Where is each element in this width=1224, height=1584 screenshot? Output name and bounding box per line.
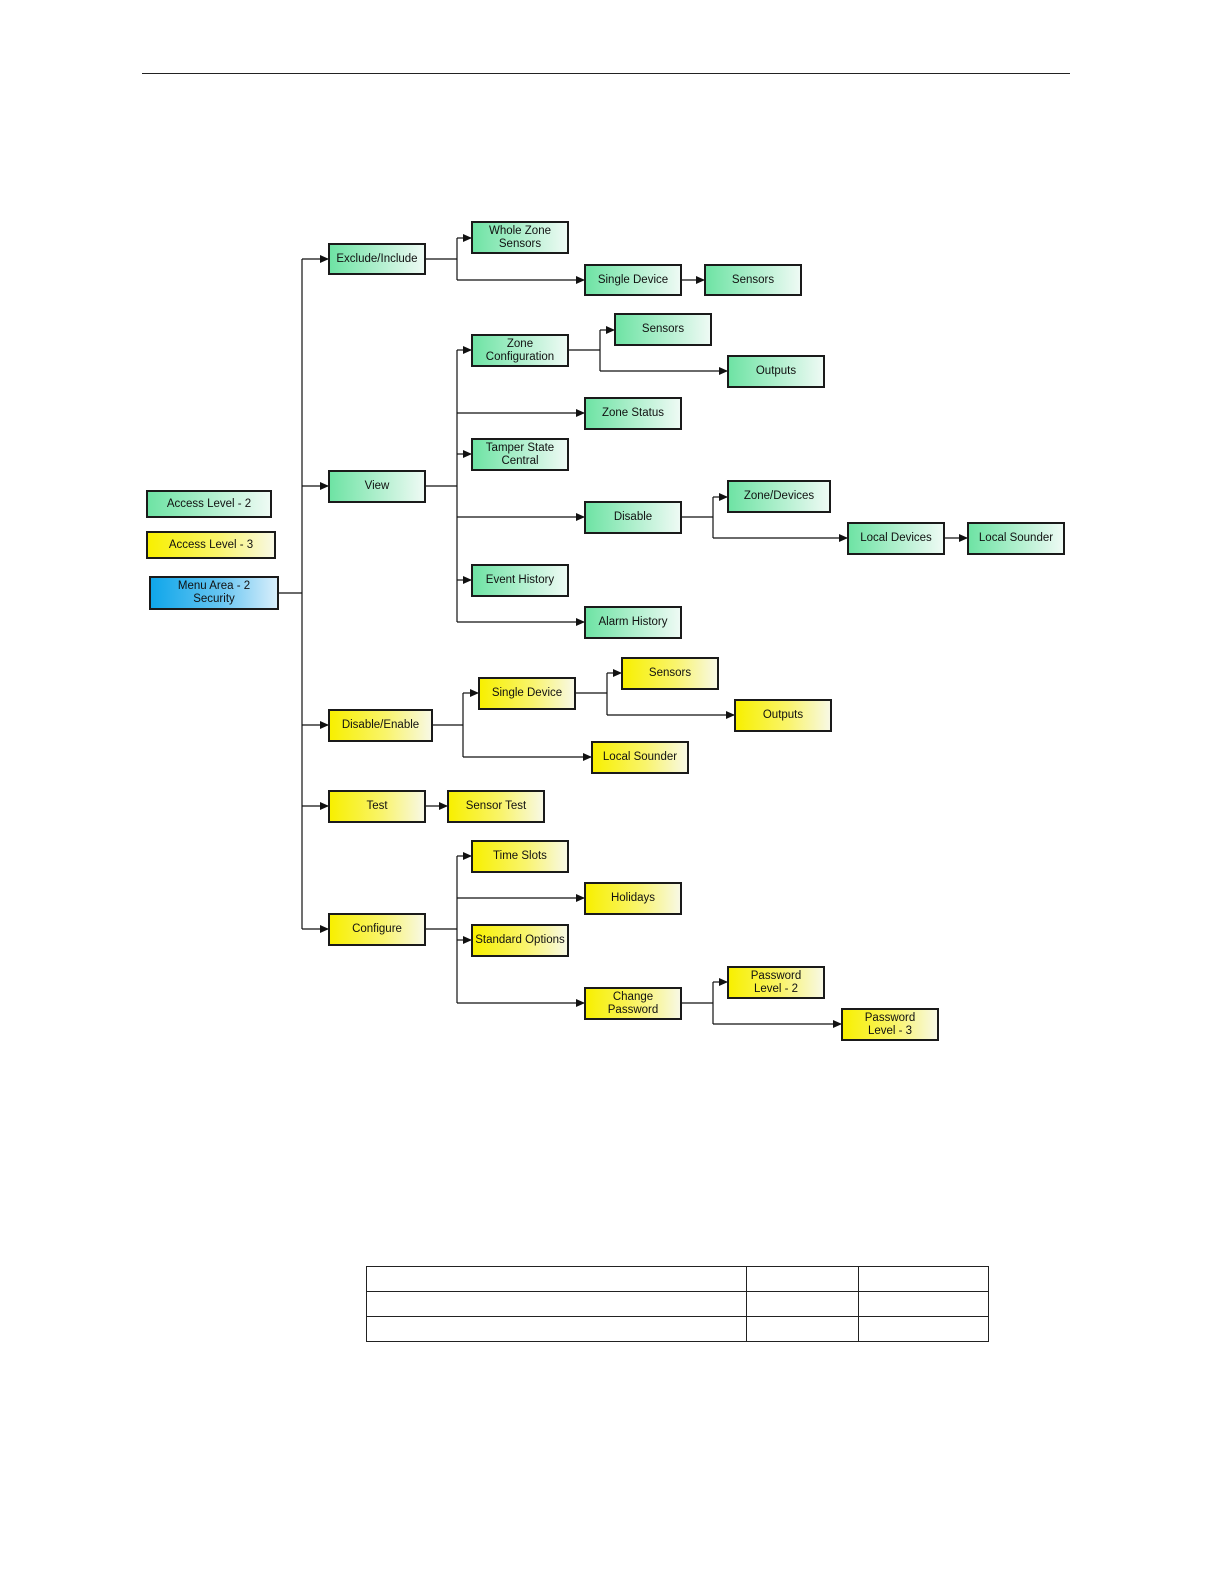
table-row bbox=[366, 1266, 989, 1292]
menu-area-security-root: Menu Area - 2 Security bbox=[149, 576, 279, 610]
node-zone-status: Zone Status bbox=[584, 397, 682, 430]
node-event-history: Event History bbox=[471, 564, 569, 597]
node-password-level-3: Password Level - 3 bbox=[841, 1008, 939, 1041]
node-zone-config-sensors: Sensors bbox=[614, 313, 712, 346]
table-cell bbox=[858, 1316, 989, 1342]
table-cell bbox=[746, 1291, 859, 1317]
node-exclude-sensors: Sensors bbox=[704, 264, 802, 296]
table-cell bbox=[858, 1266, 989, 1292]
node-local-devices: Local Devices bbox=[847, 522, 945, 555]
table-cell bbox=[858, 1291, 989, 1317]
node-sensor-test: Sensor Test bbox=[447, 790, 545, 823]
node-password-level-2: Password Level - 2 bbox=[727, 966, 825, 999]
node-de-outputs: Outputs bbox=[734, 699, 832, 732]
node-local-sounder-view: Local Sounder bbox=[967, 522, 1065, 555]
empty-table bbox=[366, 1266, 989, 1342]
table-cell bbox=[366, 1291, 747, 1317]
node-test: Test bbox=[328, 790, 426, 823]
table-cell bbox=[746, 1266, 859, 1292]
page-header-rule bbox=[142, 73, 1070, 74]
legend-access-level-3: Access Level - 3 bbox=[146, 531, 276, 559]
table-row bbox=[366, 1291, 989, 1317]
legend-access-level-2: Access Level - 2 bbox=[146, 490, 272, 518]
node-view: View bbox=[328, 470, 426, 503]
table-cell bbox=[746, 1316, 859, 1342]
node-disable-enable: Disable/Enable bbox=[328, 709, 433, 742]
node-change-password: Change Password bbox=[584, 987, 682, 1020]
node-disable: Disable bbox=[584, 501, 682, 534]
node-de-local-sounder: Local Sounder bbox=[591, 741, 689, 774]
node-time-slots: Time Slots bbox=[471, 840, 569, 873]
node-de-single-device: Single Device bbox=[478, 677, 576, 710]
node-zone-config-outputs: Outputs bbox=[727, 355, 825, 388]
node-whole-zone-sensors: Whole Zone Sensors bbox=[471, 221, 569, 254]
node-tamper-state-central: Tamper State Central bbox=[471, 438, 569, 471]
node-zone-devices: Zone/Devices bbox=[727, 480, 831, 513]
node-de-sensors: Sensors bbox=[621, 657, 719, 690]
node-exclude-single-device: Single Device bbox=[584, 264, 682, 296]
node-standard-options: Standard Options bbox=[471, 924, 569, 957]
node-holidays: Holidays bbox=[584, 882, 682, 915]
table-cell bbox=[366, 1266, 747, 1292]
node-exclude-include: Exclude/Include bbox=[328, 243, 426, 275]
table-cell bbox=[366, 1316, 747, 1342]
node-alarm-history: Alarm History bbox=[584, 606, 682, 639]
node-zone-configuration: Zone Configuration bbox=[471, 334, 569, 367]
table-row bbox=[366, 1316, 989, 1342]
node-configure: Configure bbox=[328, 913, 426, 946]
